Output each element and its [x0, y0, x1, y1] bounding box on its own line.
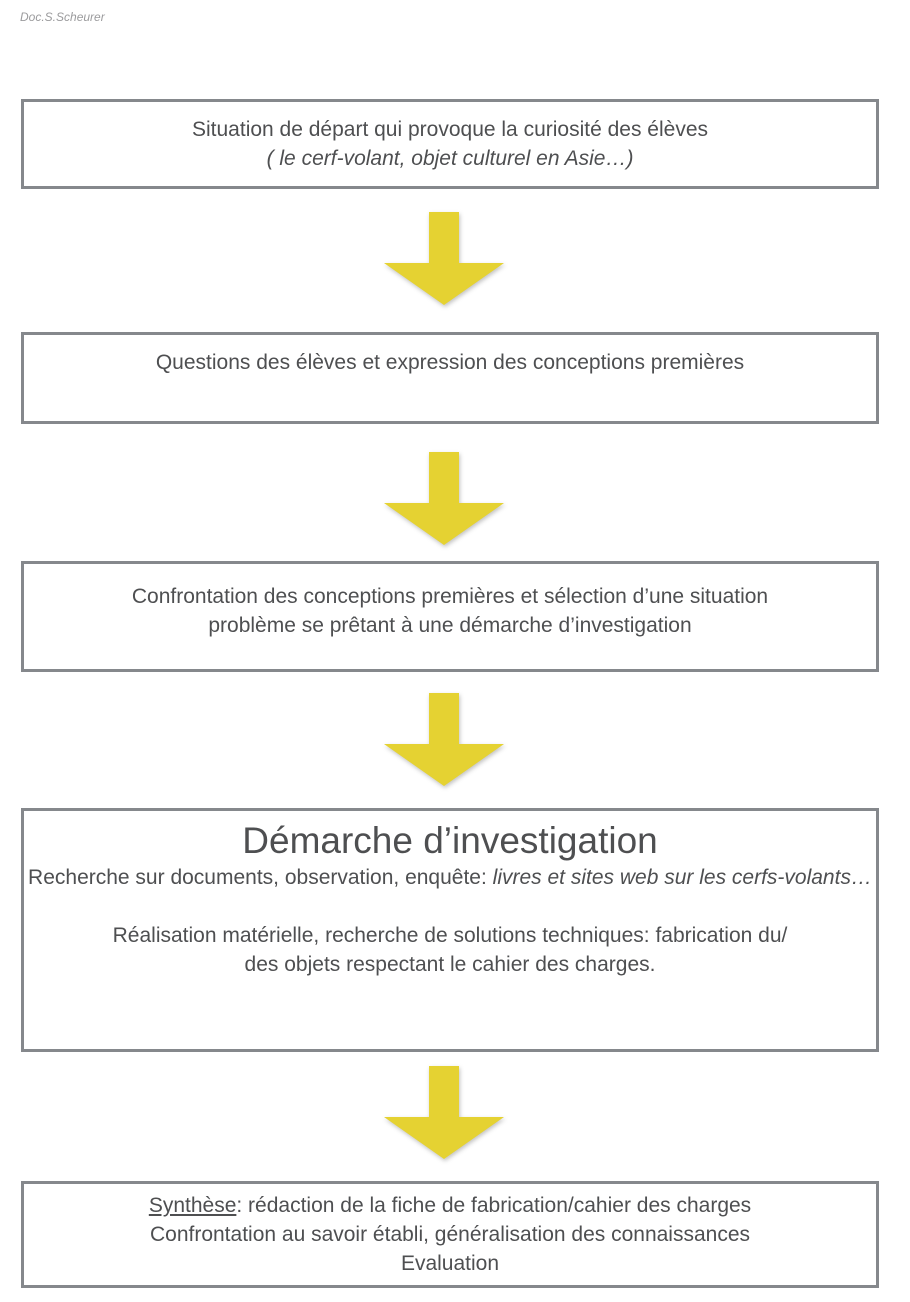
- flow-box-line: Situation de départ qui provoque la curi…: [192, 118, 708, 141]
- flow-box-situation-depart: Situation de départ qui provoque la curi…: [21, 99, 879, 189]
- flow-box-line-italic: ( le cerf-volant, objet culturel en Asie…: [266, 147, 634, 170]
- flow-box-text-italic: livres et sites web sur les cerfs-volant…: [492, 866, 872, 889]
- flow-box-line: Synthèse: rédaction de la fiche de fabri…: [24, 1191, 876, 1220]
- down-arrow-icon: [384, 452, 504, 545]
- flow-box-paragraph: Recherche sur documents, observation, en…: [24, 863, 876, 892]
- flow-box-line: Confrontation des conceptions premières …: [131, 585, 769, 608]
- flow-box-title: Démarche d’investigation: [242, 820, 658, 861]
- flow-box-line: Questions des élèves et expression des c…: [155, 351, 745, 374]
- flow-box-line: Evaluation: [400, 1252, 500, 1275]
- flow-box-text-underlined: Synthèse: [148, 1194, 237, 1217]
- flow-box-paragraph: Réalisation matérielle, recherche de sol…: [24, 921, 876, 979]
- flow-box-text: : rédaction de la fiche de fabrication/c…: [236, 1194, 752, 1217]
- flow-box-text: Recherche sur documents, observation, en…: [28, 866, 493, 889]
- down-arrow-icon: [384, 212, 504, 305]
- down-arrow-icon: [384, 693, 504, 786]
- down-arrow-icon: [384, 1066, 504, 1159]
- document-credit: Doc.S.Scheurer: [20, 10, 105, 24]
- flow-box-line: Confrontation au savoir établi, générali…: [149, 1223, 751, 1246]
- flow-box-line: des objets respectant le cahier des char…: [244, 953, 656, 976]
- flow-box-line: problème se prêtant à une démarche d’inv…: [208, 614, 692, 637]
- flow-box-confrontation-conceptions: Confrontation des conceptions premières …: [21, 561, 879, 672]
- flow-box-demarche-investigation: Démarche d’investigation Recherche sur d…: [21, 808, 879, 1052]
- flow-box-questions-eleves: Questions des élèves et expression des c…: [21, 332, 879, 424]
- flow-box-synthese: Synthèse: rédaction de la fiche de fabri…: [21, 1181, 879, 1288]
- flow-box-line: Réalisation matérielle, recherche de sol…: [112, 924, 788, 947]
